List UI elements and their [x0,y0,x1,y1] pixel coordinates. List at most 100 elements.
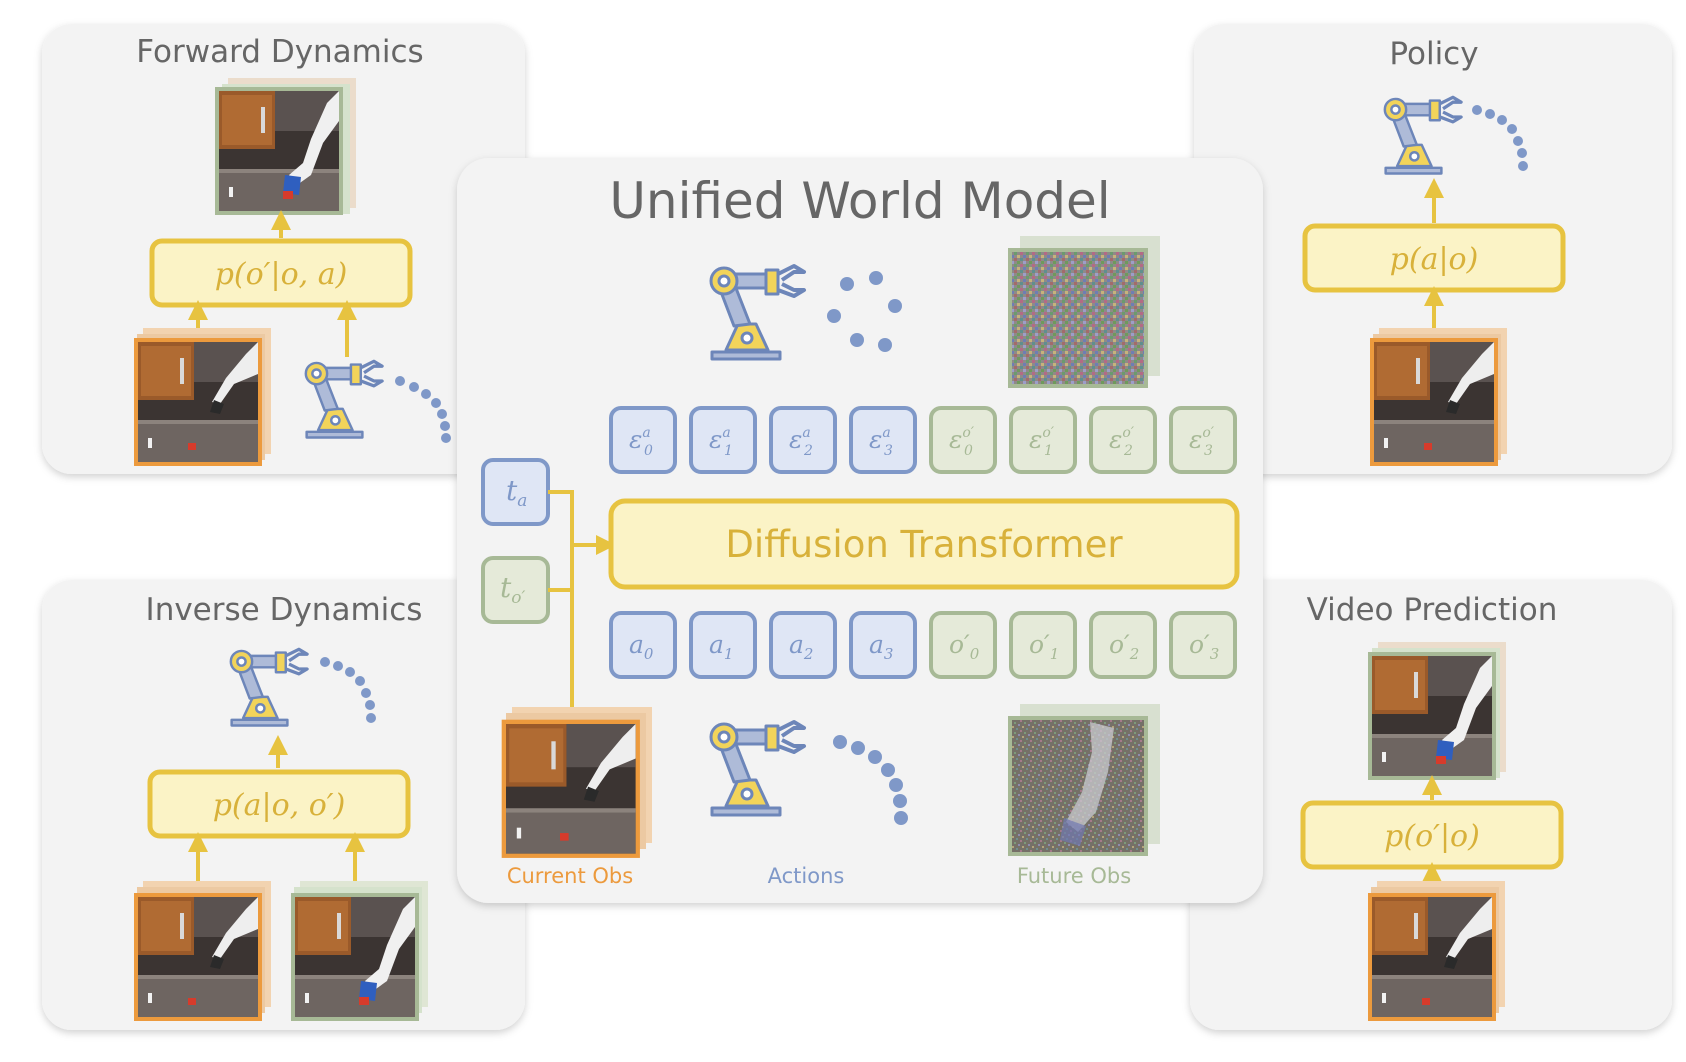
svg-text:a2: a2 [789,630,813,663]
input-token-7: o′3 [1169,611,1237,679]
camera-frame-icon [215,78,356,215]
token-sup: a [722,425,730,441]
input-token-5: o′1 [1009,611,1077,679]
camera-frame-icon [291,881,428,1021]
svg-text:a1: a1 [709,630,733,663]
token-sup: a [802,425,810,441]
trajectory-dots-icon [827,271,902,352]
timestep-token-to: to′ [481,556,550,624]
token-base: ε [1189,425,1202,454]
svg-text:εa0: εa0 [629,425,653,459]
token-base: ε [1109,425,1122,454]
forward-dynamics-formula: p(o′|o, a) [215,257,348,292]
token-sub: 0 [964,443,973,459]
noise-token-6: εo′ 2 [1089,406,1157,474]
trajectory-dots-icon [320,657,376,723]
unified-world-model-title: Unified World Model [609,172,1110,230]
svg-text:o′0: o′0 [949,630,980,663]
token-sub: 1 [724,443,733,459]
input-token-3: a3 [849,611,917,679]
trajectory-dots-icon [833,735,908,825]
svg-text:εa3: εa 3 [869,425,893,459]
svg-text:εo′1: εo′1 [1029,425,1055,459]
video-prediction-formula: p(o′|o) [1384,819,1480,854]
token-base: ε [869,425,882,454]
connector-lines [548,490,616,720]
token-sub: 3 [884,645,894,663]
token-sup: a [642,425,650,441]
policy-formula: p(a|o) [1390,242,1479,277]
token-sub: 2 [1123,443,1133,459]
token-base: ε [1029,425,1042,454]
token-sup: o′ [1042,425,1054,441]
token-sub: 2 [803,645,814,663]
noise-token-4: εo′0 [929,406,997,474]
svg-text:εo′2: εo′ 2 [1109,425,1135,459]
token-sub: 0 [970,645,980,663]
token-base: ε [709,425,722,454]
camera-frame-icon [1368,881,1505,1021]
input-token-1: a1 [689,611,757,679]
token-sub: 3 [1204,443,1213,459]
actions-caption: Actions [768,864,845,888]
token-base: a [709,630,724,659]
noise-token-3: εa 3 [849,406,917,474]
camera-frame-icon [134,881,271,1021]
video-prediction-panel: Video Prediction p(o′|o) [1190,580,1672,1030]
svg-text:o′1: o′1 [1029,630,1059,663]
noise-token-5: εo′1 [1009,406,1077,474]
token-base: t [506,474,518,507]
video-prediction-formula-box: p(o′|o) [1300,800,1564,870]
token-sup: a [882,425,890,441]
token-sub: 1 [724,645,734,663]
svg-text:εa1: εa 1 [709,425,733,459]
diffusion-transformer-label: Diffusion Transformer [725,523,1123,566]
camera-frame-icon [134,328,271,466]
trajectory-dots-icon [1472,105,1528,171]
noise-frame-icon [1008,236,1160,388]
token-sub: 3 [884,443,893,459]
policy-title: Policy [1389,36,1478,72]
noise-token-1: εa 1 [689,406,757,474]
token-base: t [500,571,512,604]
svg-text:o′2: o′2 [1109,630,1139,663]
svg-text:εo′3: εo′ 3 [1189,425,1215,459]
future-obs-caption: Future Obs [1017,864,1131,888]
trajectory-dots-icon [395,376,451,443]
token-base: ε [789,425,802,454]
token-base: o′ [1189,630,1210,659]
svg-text:o′3: o′3 [1189,630,1219,663]
token-base: o′ [1029,630,1050,659]
input-token-2: a2 [769,611,837,679]
token-base: ε [949,425,962,454]
token-base: a [629,630,644,659]
token-sub: 2 [1129,645,1140,663]
inverse-dynamics-formula: p(a|o, o′) [213,788,346,823]
policy-panel: Policy p(a|o) [1194,24,1672,474]
svg-text:a0: a0 [629,630,654,663]
svg-text:to′: to′ [500,571,526,608]
current-obs-caption: Current Obs [507,864,633,888]
token-sup: o′ [1122,425,1134,441]
token-sub: 0 [644,645,654,663]
inverse-dynamics-panel: Inverse Dynamics p(a|o, o′) [42,580,525,1030]
token-sup: o′ [1202,425,1214,441]
token-base: o′ [949,630,970,659]
timestep-token-ta: ta [481,458,550,526]
camera-frame-icon [501,707,652,858]
token-base: a [789,630,804,659]
inverse-dynamics-title: Inverse Dynamics [146,592,423,628]
diffusion-transformer-box: Diffusion Transformer [608,498,1240,590]
input-token-4: o′0 [929,611,997,679]
video-prediction-title: Video Prediction [1307,592,1558,628]
token-sub: o′ [511,588,525,608]
forward-dynamics-panel: Forward Dynamics p(o′|o, a) [42,24,525,474]
svg-text:εa2: εa2 [789,425,813,459]
policy-formula-box: p(a|o) [1302,223,1566,293]
camera-frame-icon [1370,328,1507,466]
